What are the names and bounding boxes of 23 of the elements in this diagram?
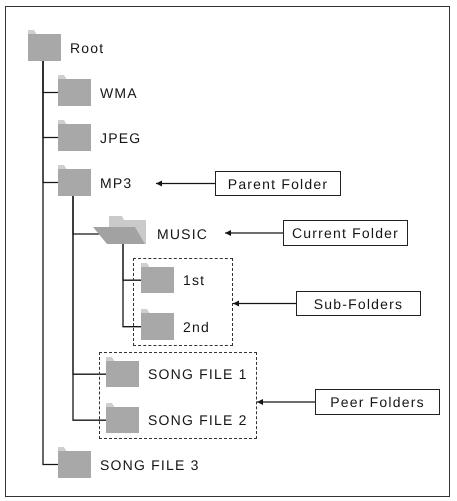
tree-line	[122, 244, 142, 328]
folder-label: 2nd	[183, 318, 210, 334]
folder-label: SONG FILE 2	[148, 412, 248, 428]
folder-label: MP3	[100, 174, 132, 190]
folder-label: JPEG	[100, 130, 142, 146]
pointer-arrow	[233, 300, 296, 306]
pointer-arrow	[156, 180, 215, 186]
callout-label: Parent Folder	[215, 171, 341, 196]
callout-label: Peer Folders	[315, 389, 440, 415]
folder-label: 1st	[183, 272, 206, 288]
pointer-arrow	[257, 399, 315, 405]
pointer-arrow	[225, 230, 283, 236]
dashed-group-frame	[133, 258, 233, 346]
callout-label: Sub-Folders	[296, 291, 421, 316]
folder-label: Root	[70, 40, 104, 56]
tree-line	[42, 61, 58, 466]
dashed-group-frame	[99, 352, 257, 439]
folder-label: WMA	[100, 84, 138, 100]
tree-line	[72, 196, 106, 421]
folder-label: SONG FILE 3	[100, 456, 200, 472]
callout-label: Current Folder	[283, 220, 408, 246]
folder-label: SONG FILE 1	[148, 366, 248, 382]
folder-label: MUSIC	[157, 226, 208, 242]
